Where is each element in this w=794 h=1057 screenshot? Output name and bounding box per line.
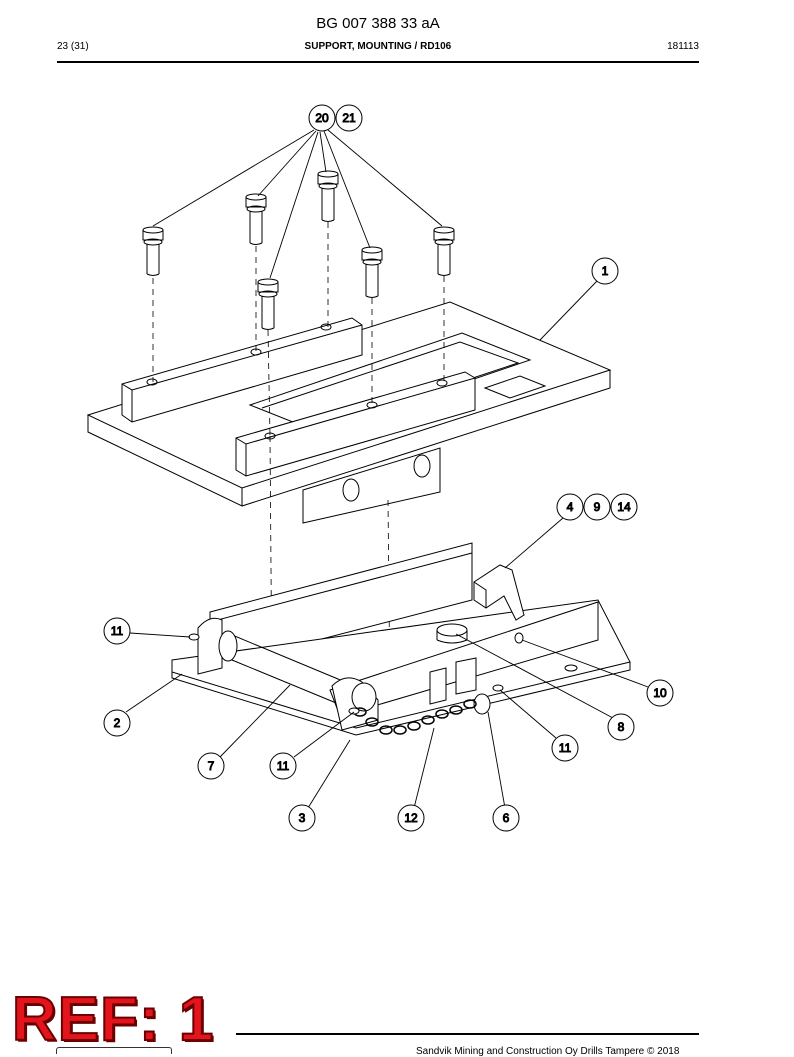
- callout-11-center: 11: [269, 752, 297, 780]
- bolt-set: [142, 170, 455, 330]
- svg-text:10: 10: [653, 686, 667, 700]
- header-row: 23 (31) SUPPORT, MOUNTING / RD106 181113: [57, 41, 699, 52]
- callout-12: 12: [397, 804, 425, 832]
- callout-9: 9: [583, 493, 611, 521]
- copyright-text: Sandvik Mining and Construction Oy Drill…: [416, 1046, 680, 1057]
- svg-text:1: 1: [602, 264, 609, 278]
- callout-1: 1: [591, 257, 619, 285]
- callout-10: 10: [646, 679, 674, 707]
- callout-4: 4: [556, 493, 584, 521]
- lower-bracket: [171, 542, 631, 736]
- svg-text:11: 11: [559, 741, 572, 755]
- svg-text:9: 9: [594, 500, 601, 514]
- svg-text:14: 14: [617, 500, 631, 514]
- header-rule: [57, 61, 699, 63]
- svg-text:8: 8: [618, 720, 625, 734]
- svg-text:4: 4: [567, 500, 574, 514]
- svg-text:11: 11: [111, 624, 124, 638]
- callout-14: 14: [610, 493, 638, 521]
- callout-11-left: 11: [103, 617, 131, 645]
- svg-text:3: 3: [299, 811, 306, 825]
- document-number: BG 007 388 33 aA: [316, 15, 440, 32]
- callout-2: 2: [103, 709, 131, 737]
- callout-3: 3: [288, 804, 316, 832]
- page-number: 23 (31): [57, 41, 89, 52]
- svg-text:2: 2: [114, 716, 121, 730]
- svg-text:7: 7: [208, 759, 215, 773]
- callout-7: 7: [197, 752, 225, 780]
- callout-8: 8: [607, 713, 635, 741]
- footer-logo: [56, 1047, 172, 1054]
- svg-text:11: 11: [277, 759, 290, 773]
- reference-stamp: REF: 1: [11, 984, 215, 1055]
- page-title: SUPPORT, MOUNTING / RD106: [304, 41, 452, 52]
- svg-text:6: 6: [503, 811, 510, 825]
- callout-20: 20: [308, 104, 336, 132]
- svg-text:20: 20: [315, 111, 329, 125]
- svg-text:21: 21: [342, 111, 356, 125]
- callout-6: 6: [492, 804, 520, 832]
- svg-text:12: 12: [404, 811, 418, 825]
- chain: [353, 699, 477, 735]
- leader-lines: [125, 129, 649, 809]
- document-code: 181113: [667, 41, 699, 52]
- footer-rule: [236, 1033, 699, 1035]
- mounting-plate: [86, 301, 612, 524]
- callout-11-right: 11: [551, 734, 579, 762]
- callout-21: 21: [335, 104, 363, 132]
